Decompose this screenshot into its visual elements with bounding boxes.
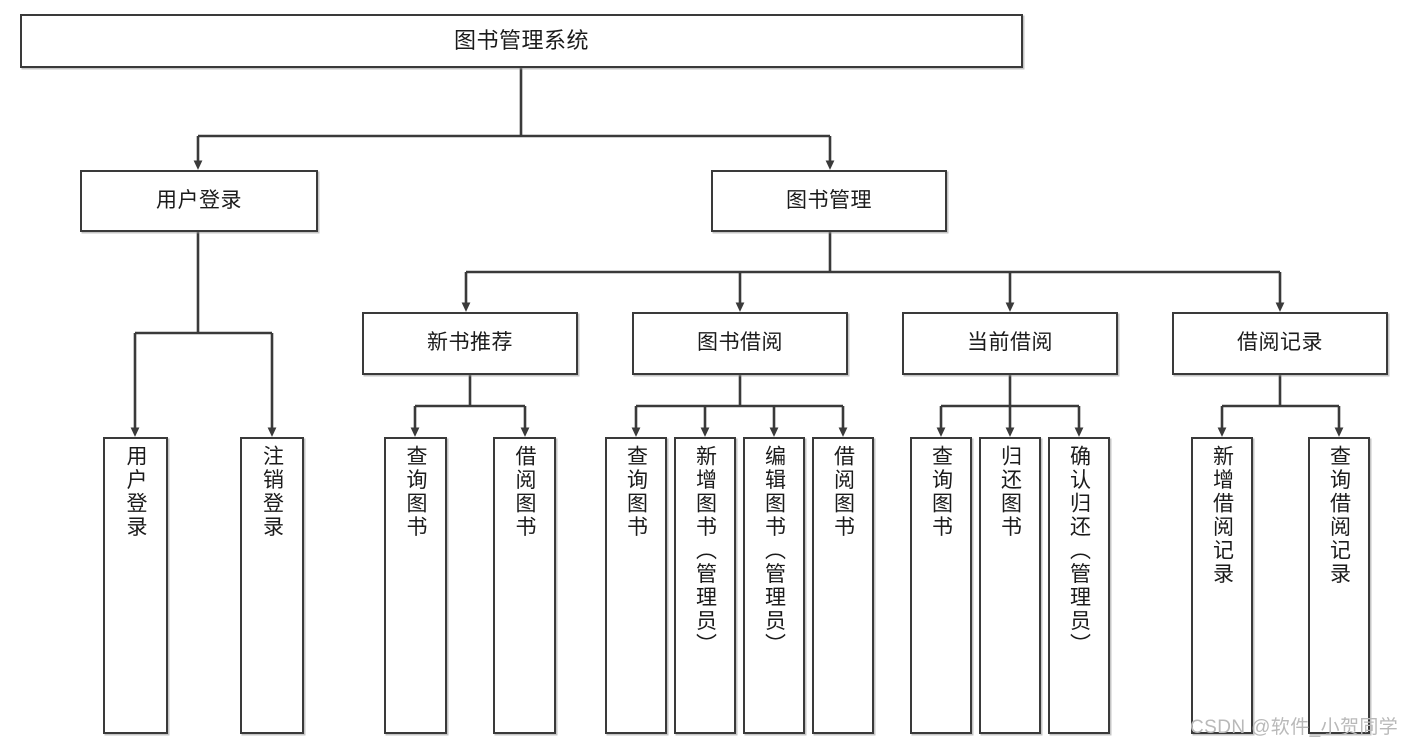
node-borrow-record[interactable]: 借阅记录 [1172, 312, 1388, 375]
node-label: 查询借阅记录 [1327, 445, 1351, 586]
node-label: 编辑图书（管理员） [762, 445, 786, 657]
node-book-borrow[interactable]: 图书借阅 [632, 312, 848, 375]
node-label: 新书推荐 [427, 331, 513, 355]
leaf-borrow-book-borrow[interactable]: 借阅图书 [812, 437, 874, 734]
leaf-add-book-admin[interactable]: 新增图书（管理员） [674, 437, 736, 734]
node-label: 借阅图书 [831, 445, 855, 539]
leaf-edit-book-admin[interactable]: 编辑图书（管理员） [743, 437, 805, 734]
node-book-management[interactable]: 图书管理 [711, 170, 947, 232]
node-label: 注销登录 [260, 445, 284, 539]
leaf-confirm-return-admin[interactable]: 确认归还（管理员） [1048, 437, 1110, 734]
node-current-borrow[interactable]: 当前借阅 [902, 312, 1118, 375]
node-label: 图书管理系统 [453, 28, 589, 54]
node-label: 当前借阅 [967, 331, 1053, 355]
node-root-book-management-system[interactable]: 图书管理系统 [20, 14, 1023, 68]
node-user-login[interactable]: 用户登录 [80, 170, 318, 232]
node-label: 查询图书 [624, 445, 648, 539]
node-label: 查询图书 [404, 445, 427, 539]
node-label: 用户登录 [124, 445, 147, 539]
leaf-query-book-recommend[interactable]: 查询图书 [384, 437, 447, 734]
leaf-query-book-current[interactable]: 查询图书 [910, 437, 972, 734]
node-label: 借阅图书 [513, 445, 536, 539]
leaf-logout-login[interactable]: 注销登录 [240, 437, 304, 734]
leaf-add-borrow-record[interactable]: 新增借阅记录 [1191, 437, 1253, 734]
leaf-query-book-borrow[interactable]: 查询图书 [605, 437, 667, 734]
node-label: 新增图书（管理员） [693, 445, 717, 657]
node-label: 查询图书 [929, 445, 953, 539]
node-label: 图书管理 [786, 188, 872, 212]
leaf-borrow-book-recommend[interactable]: 借阅图书 [493, 437, 556, 734]
node-label: 图书借阅 [697, 331, 783, 355]
node-label: 归还图书 [998, 445, 1022, 539]
node-label: 用户登录 [156, 188, 242, 212]
node-label: 确认归还（管理员） [1067, 445, 1091, 657]
node-label: 借阅记录 [1237, 331, 1323, 355]
node-new-book-recommend[interactable]: 新书推荐 [362, 312, 578, 375]
node-label: 新增借阅记录 [1210, 445, 1234, 586]
leaf-query-borrow-record[interactable]: 查询借阅记录 [1308, 437, 1370, 734]
leaf-user-login[interactable]: 用户登录 [103, 437, 168, 734]
leaf-return-book[interactable]: 归还图书 [979, 437, 1041, 734]
